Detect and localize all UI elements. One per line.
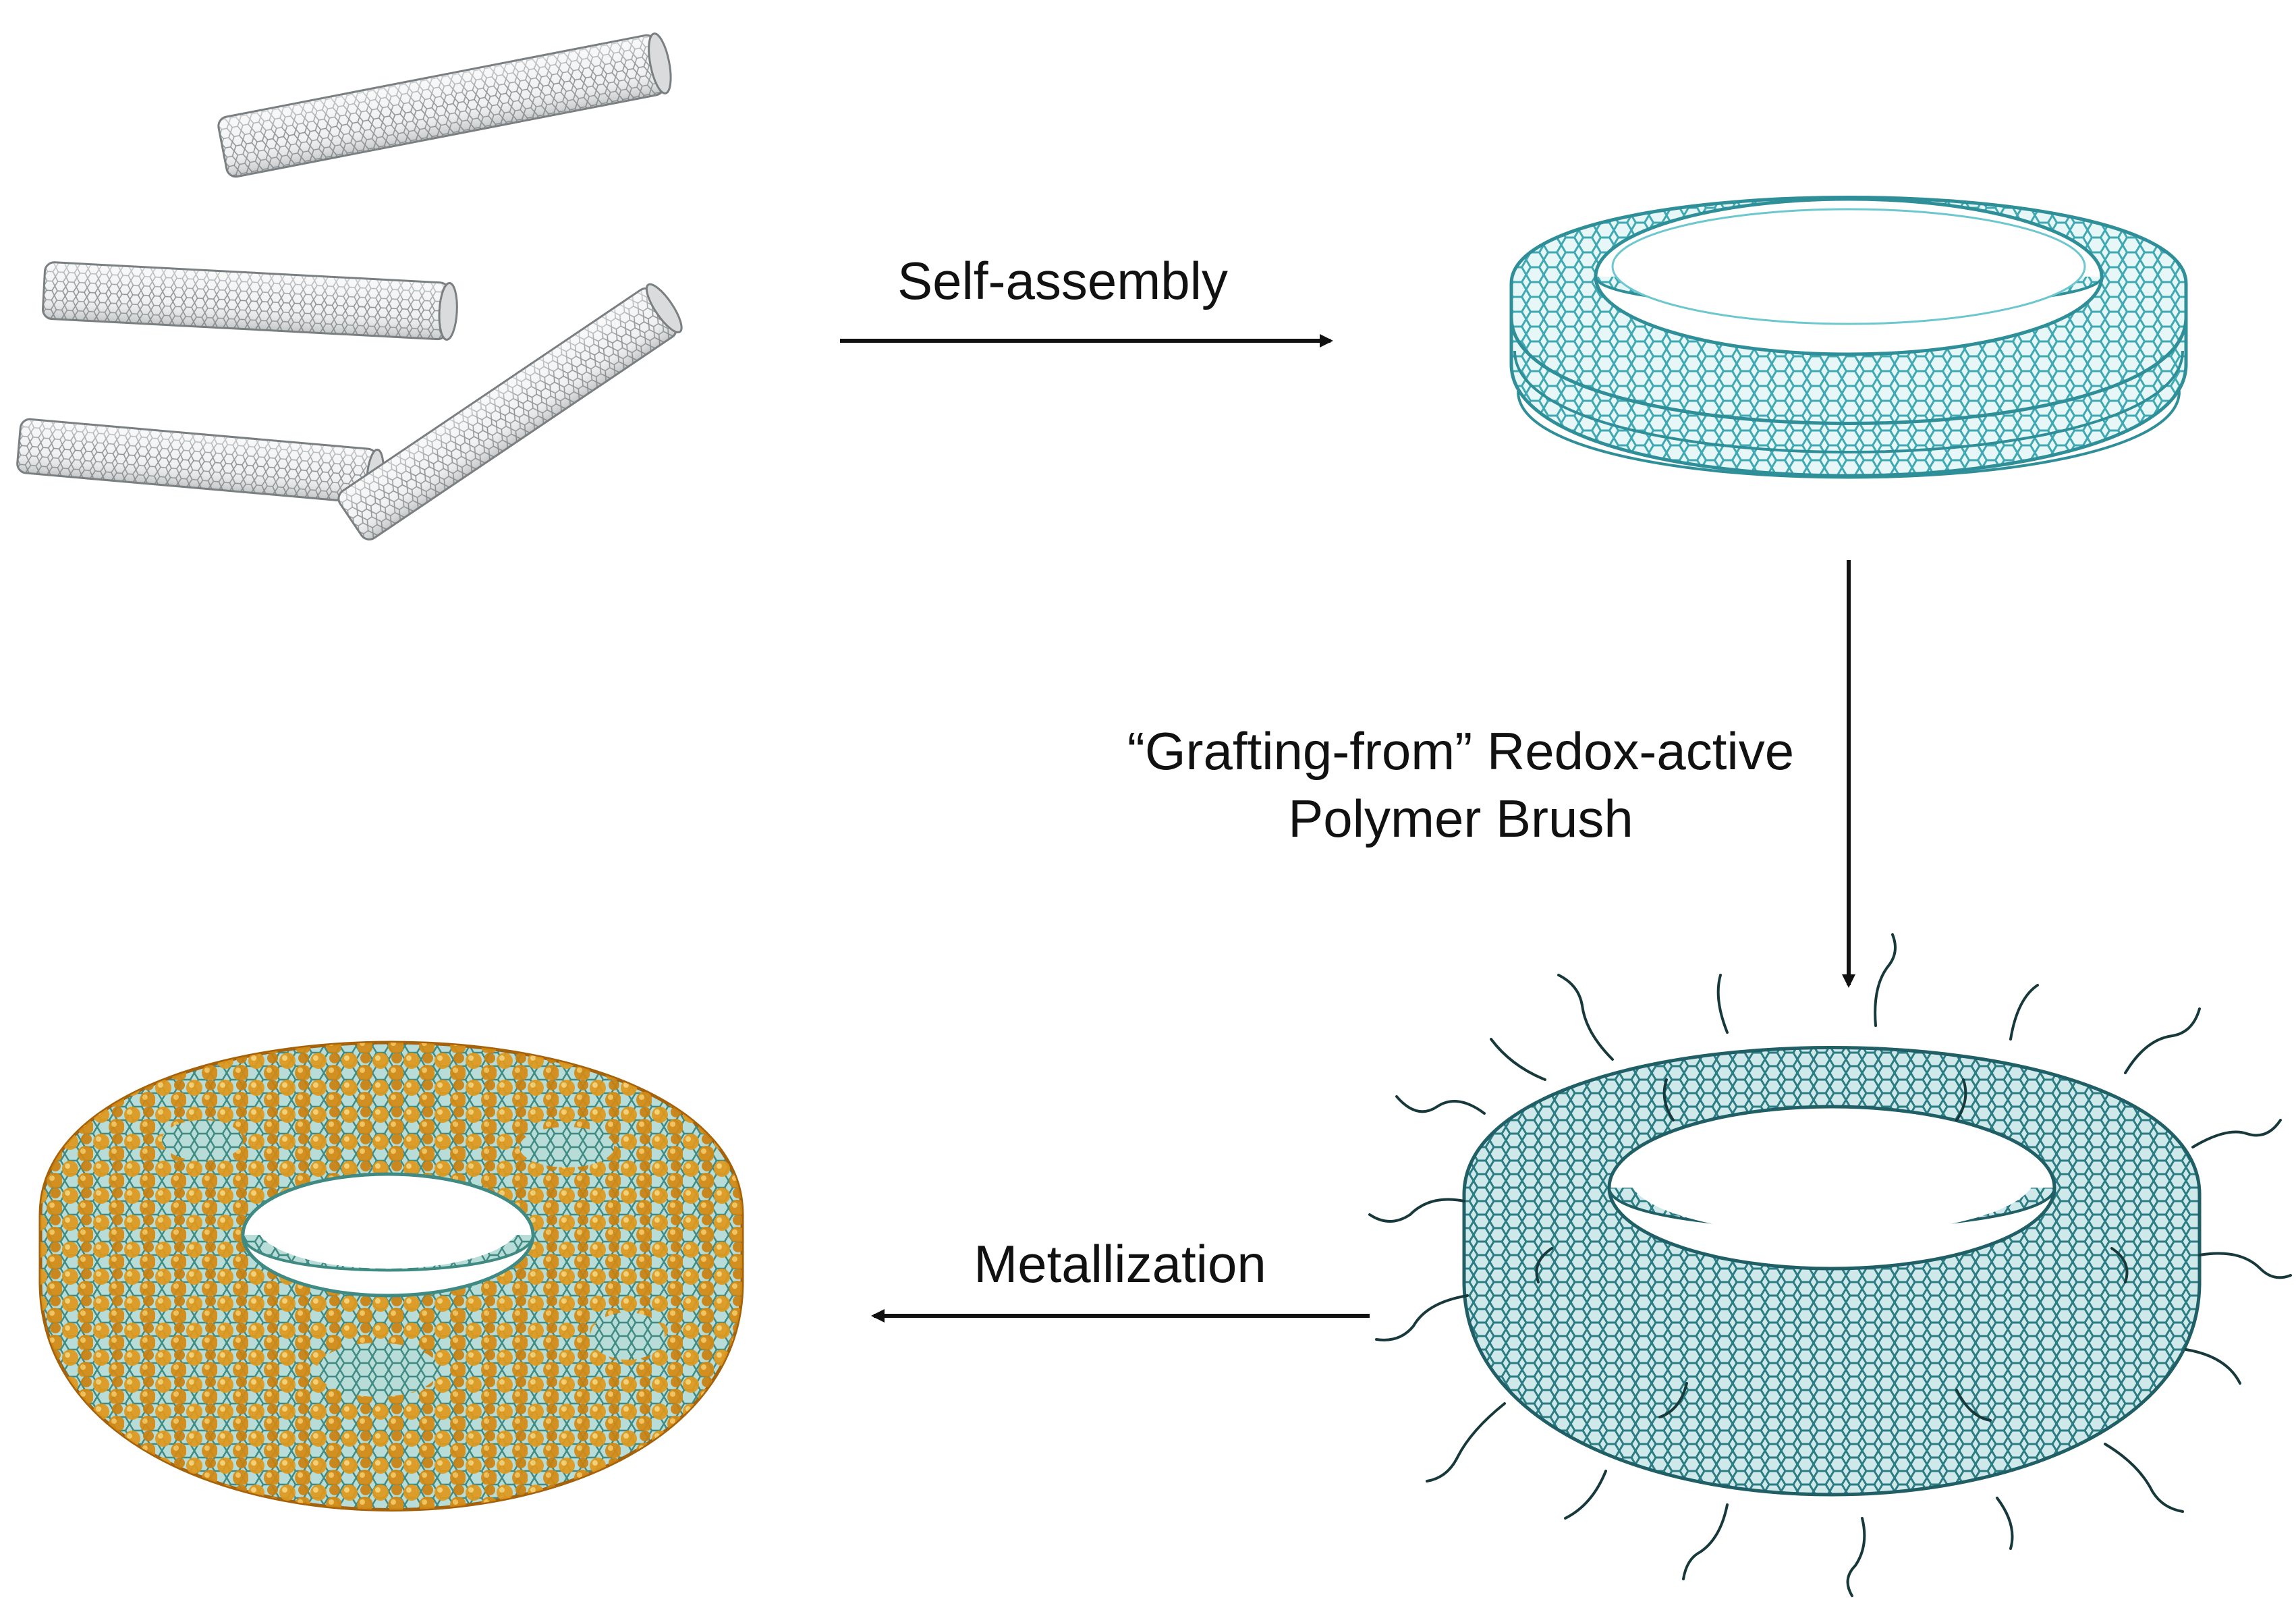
nanotube-icon [337,283,683,540]
grafting-from-step: “Grafting-from” Redox-active Polymer Bru… [1127,560,1855,988]
exposed-mesh-patches [162,1120,665,1397]
nanotube-icon [16,418,385,505]
cyan-torus-icon [1509,196,2188,479]
gold-torus-icon [38,1041,744,1512]
brush-torus-icon [1368,933,2292,1597]
nanotube-icon [42,261,458,341]
self-assembly-label: Self-assembly [897,251,1228,310]
polymer-brush-strands [1368,933,2292,1597]
grafting-from-label-line2: Polymer Brush [1288,789,1633,848]
nanotube-icon [217,32,672,178]
metallization-label: Metallization [974,1234,1266,1294]
grafting-from-label-line1: “Grafting-from” Redox-active [1127,721,1794,781]
metallization-step: Metallization [871,1234,1370,1323]
self-assembly-step: Self-assembly [840,251,1333,348]
straight-carbon-nanotubes [16,32,683,540]
